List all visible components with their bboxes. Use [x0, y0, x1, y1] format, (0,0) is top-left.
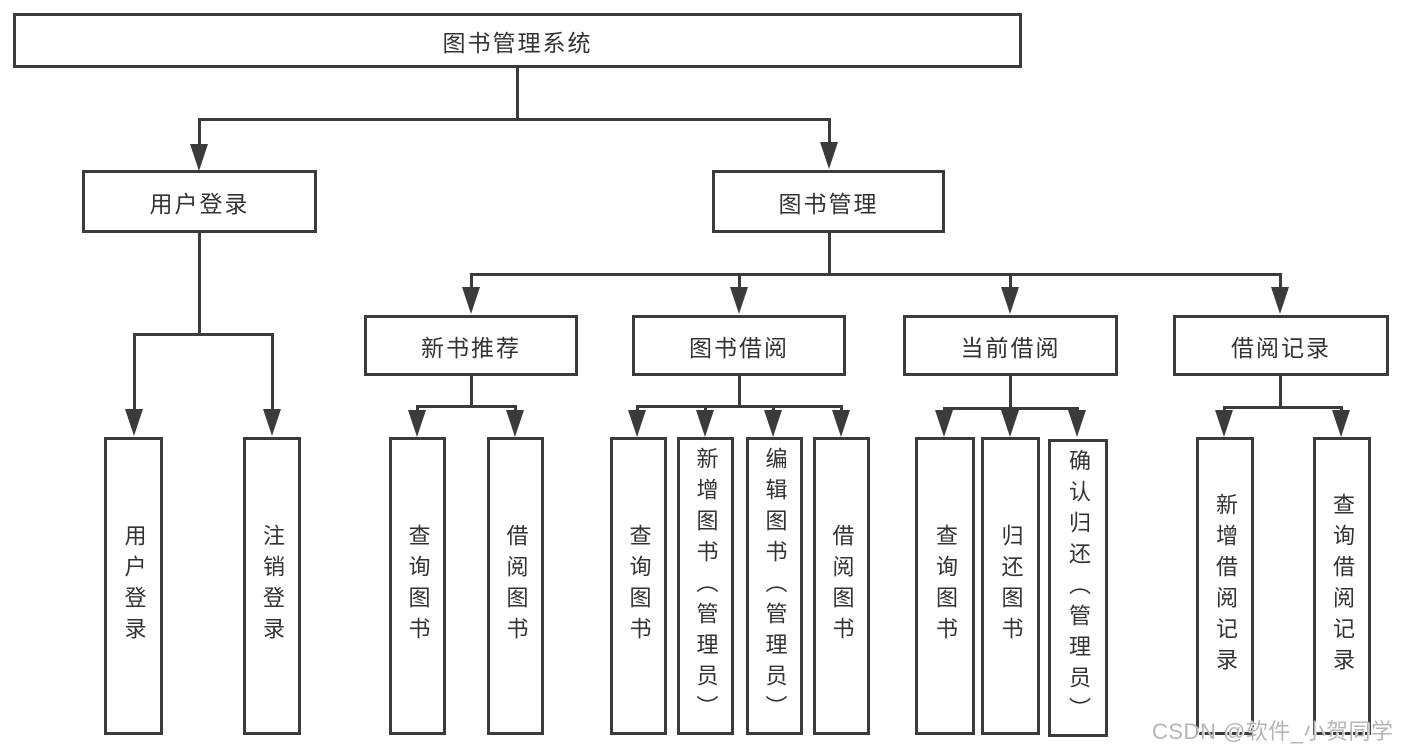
arrowhead-login [125, 409, 143, 436]
leaf-user-login-label: 用户登录 [121, 524, 147, 648]
leaf-recommend-query-books: 查询图书 [389, 437, 446, 735]
arrowhead-book-mgmt [820, 142, 838, 169]
arrowhead-bor-3 [764, 410, 782, 437]
connector-borrowing-trunk [738, 376, 741, 408]
leaf-recommend-borrow-books-label: 借阅图书 [503, 524, 529, 648]
leaf-borrowing-borrow-books-label: 借阅图书 [829, 524, 855, 648]
leaf-current-query-books: 查询图书 [915, 437, 975, 735]
leaf-borrowing-borrow-books: 借阅图书 [813, 437, 870, 735]
leaf-return-books: 归还图书 [981, 437, 1040, 735]
arrowhead-borrowing [730, 287, 748, 314]
connector-records-trunk [1279, 376, 1282, 409]
leaf-add-books-admin-label: 新增图书（管理员） [693, 446, 719, 726]
leaf-borrowing-query-books-label: 查询图书 [626, 524, 652, 648]
connector-drop-login [133, 333, 136, 411]
leaf-logout-label: 注销登录 [260, 524, 285, 648]
leaf-recommend-borrow-books: 借阅图书 [487, 437, 544, 735]
node-root-library-system: 图书管理系统 [13, 13, 1022, 68]
leaf-return-books-label: 归还图书 [998, 524, 1024, 648]
arrowhead-user-login [190, 144, 208, 171]
arrowhead-recd-1 [1215, 410, 1233, 437]
connector-root-branch [198, 118, 830, 121]
leaf-current-query-books-label: 查询图书 [933, 524, 958, 648]
connector-records-branch [1223, 406, 1342, 409]
leaf-confirm-return-admin: 确认归还（管理员） [1048, 439, 1108, 737]
arrowhead-cur-2 [1001, 410, 1019, 437]
connector-drop-book-mgmt [828, 118, 831, 144]
node-current-borrowing: 当前借阅 [903, 315, 1118, 376]
connector-drop-logout [271, 333, 274, 411]
arrowhead-current [1001, 287, 1019, 314]
connector-current-trunk [1009, 376, 1012, 410]
connector-recommend-trunk [470, 376, 473, 408]
arrowhead-rec-query [408, 410, 426, 437]
leaf-confirm-return-admin-label: 确认归还（管理员） [1066, 448, 1091, 728]
arrowhead-cur-3 [1068, 410, 1086, 437]
node-borrowing-records: 借阅记录 [1173, 315, 1389, 376]
leaf-borrowing-query-books: 查询图书 [610, 437, 667, 735]
leaf-add-borrow-record-label: 新增借阅记录 [1213, 493, 1238, 679]
node-user-login-branch: 用户登录 [82, 170, 317, 233]
leaf-user-login: 用户登录 [104, 437, 163, 735]
connector-recommend-branch [416, 405, 517, 408]
node-new-book-recommend: 新书推荐 [364, 315, 578, 376]
arrowhead-logout [263, 409, 281, 436]
connector-borrowing-branch [636, 405, 842, 408]
connector-login-trunk [198, 233, 201, 336]
arrowhead-recd-2 [1332, 410, 1350, 437]
csdn-watermark: CSDN @软件_小贺同学 [1152, 719, 1394, 744]
arrowhead-recommend [462, 287, 480, 314]
connector-mgmt-trunk [828, 233, 831, 273]
node-book-borrowing: 图书借阅 [632, 315, 846, 376]
connector-root-trunk [516, 68, 519, 118]
leaf-edit-books-admin: 编辑图书（管理员） [746, 437, 803, 735]
arrowhead-records [1271, 287, 1289, 314]
leaf-query-borrow-record-label: 查询借阅记录 [1330, 493, 1355, 679]
arrowhead-rec-borrow [506, 410, 524, 437]
leaf-recommend-query-books-label: 查询图书 [405, 524, 431, 648]
leaf-query-borrow-record: 查询借阅记录 [1313, 437, 1371, 735]
connector-drop-borrowing [738, 273, 741, 289]
connector-drop-records [1279, 273, 1282, 289]
connector-login-branch [133, 333, 273, 336]
arrowhead-bor-1 [628, 410, 646, 437]
leaf-add-borrow-record: 新增借阅记录 [1196, 437, 1254, 735]
connector-drop-user-login [198, 118, 201, 146]
leaf-logout: 注销登录 [243, 437, 301, 735]
connector-drop-current [1009, 273, 1012, 289]
arrowhead-bor-4 [832, 410, 850, 437]
arrowhead-bor-2 [696, 410, 714, 437]
arrowhead-cur-1 [935, 410, 953, 437]
leaf-add-books-admin: 新增图书（管理员） [677, 437, 734, 735]
connector-mgmt-branch [470, 273, 1282, 276]
leaf-edit-books-admin-label: 编辑图书（管理员） [762, 446, 788, 726]
node-book-management-branch: 图书管理 [712, 170, 945, 233]
connector-drop-recommend [470, 273, 473, 289]
